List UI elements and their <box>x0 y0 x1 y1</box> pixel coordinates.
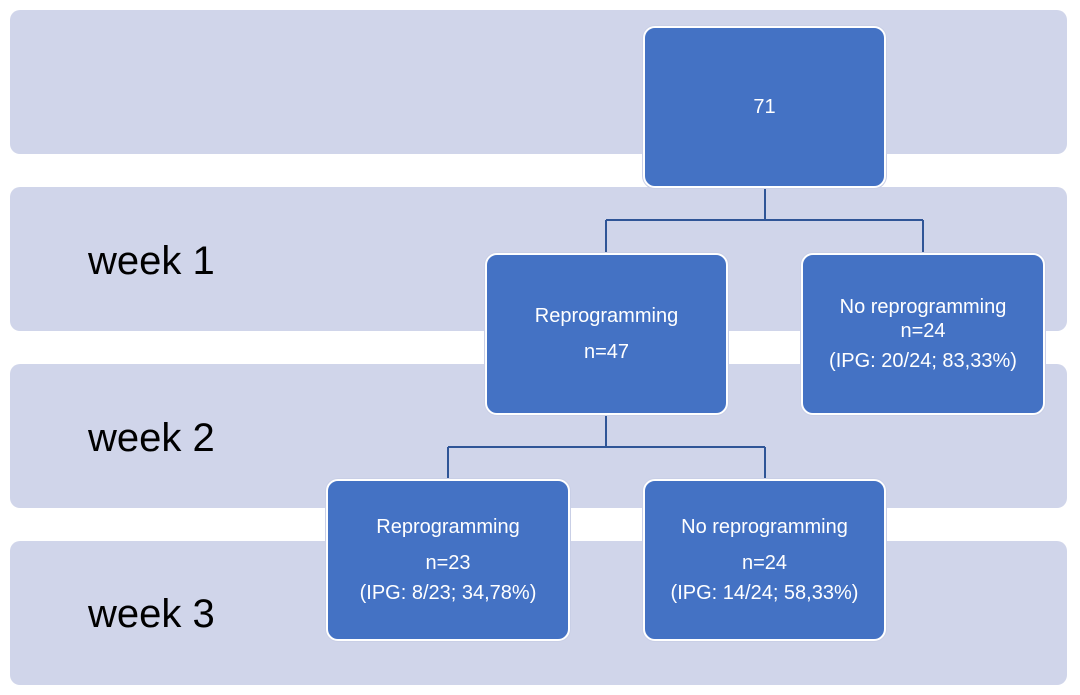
week-2-label: week 2 <box>88 416 215 460</box>
band-baseline <box>10 10 1067 154</box>
node-week2-no-reprogramming-ipg: (IPG: 14/24; 58,33%) <box>670 582 859 604</box>
week-3-label: week 3 <box>88 592 215 636</box>
node-week2-no-reprogramming-title: No reprogramming <box>681 516 848 538</box>
node-week2-reprogramming: Reprogramming n=23 (IPG: 8/23; 34,78%) <box>326 479 570 641</box>
node-week1-no-reprogramming-ipg: (IPG: 20/24; 83,33%) <box>829 350 1017 372</box>
node-root: 71 <box>643 26 886 188</box>
node-week1-no-reprogramming: No reprogramming n=24 (IPG: 20/24; 83,33… <box>801 253 1045 415</box>
node-week1-no-reprogramming-count: n=24 <box>900 320 946 342</box>
node-week2-reprogramming-count: n=23 <box>425 552 471 574</box>
node-week2-reprogramming-ipg: (IPG: 8/23; 34,78%) <box>359 582 537 604</box>
node-week2-reprogramming-title: Reprogramming <box>376 516 520 538</box>
node-week1-reprogramming-count: n=47 <box>583 341 630 363</box>
node-root-count: 71 <box>753 96 776 118</box>
node-week2-no-reprogramming-count: n=24 <box>741 552 788 574</box>
node-week1-no-reprogramming-title: No reprogramming <box>839 296 1007 318</box>
week-1-label: week 1 <box>88 239 215 283</box>
node-week2-no-reprogramming: No reprogramming n=24 (IPG: 14/24; 58,33… <box>643 479 886 641</box>
node-week1-reprogramming-title: Reprogramming <box>534 305 679 327</box>
node-week1-reprogramming: Reprogramming n=47 <box>485 253 728 415</box>
